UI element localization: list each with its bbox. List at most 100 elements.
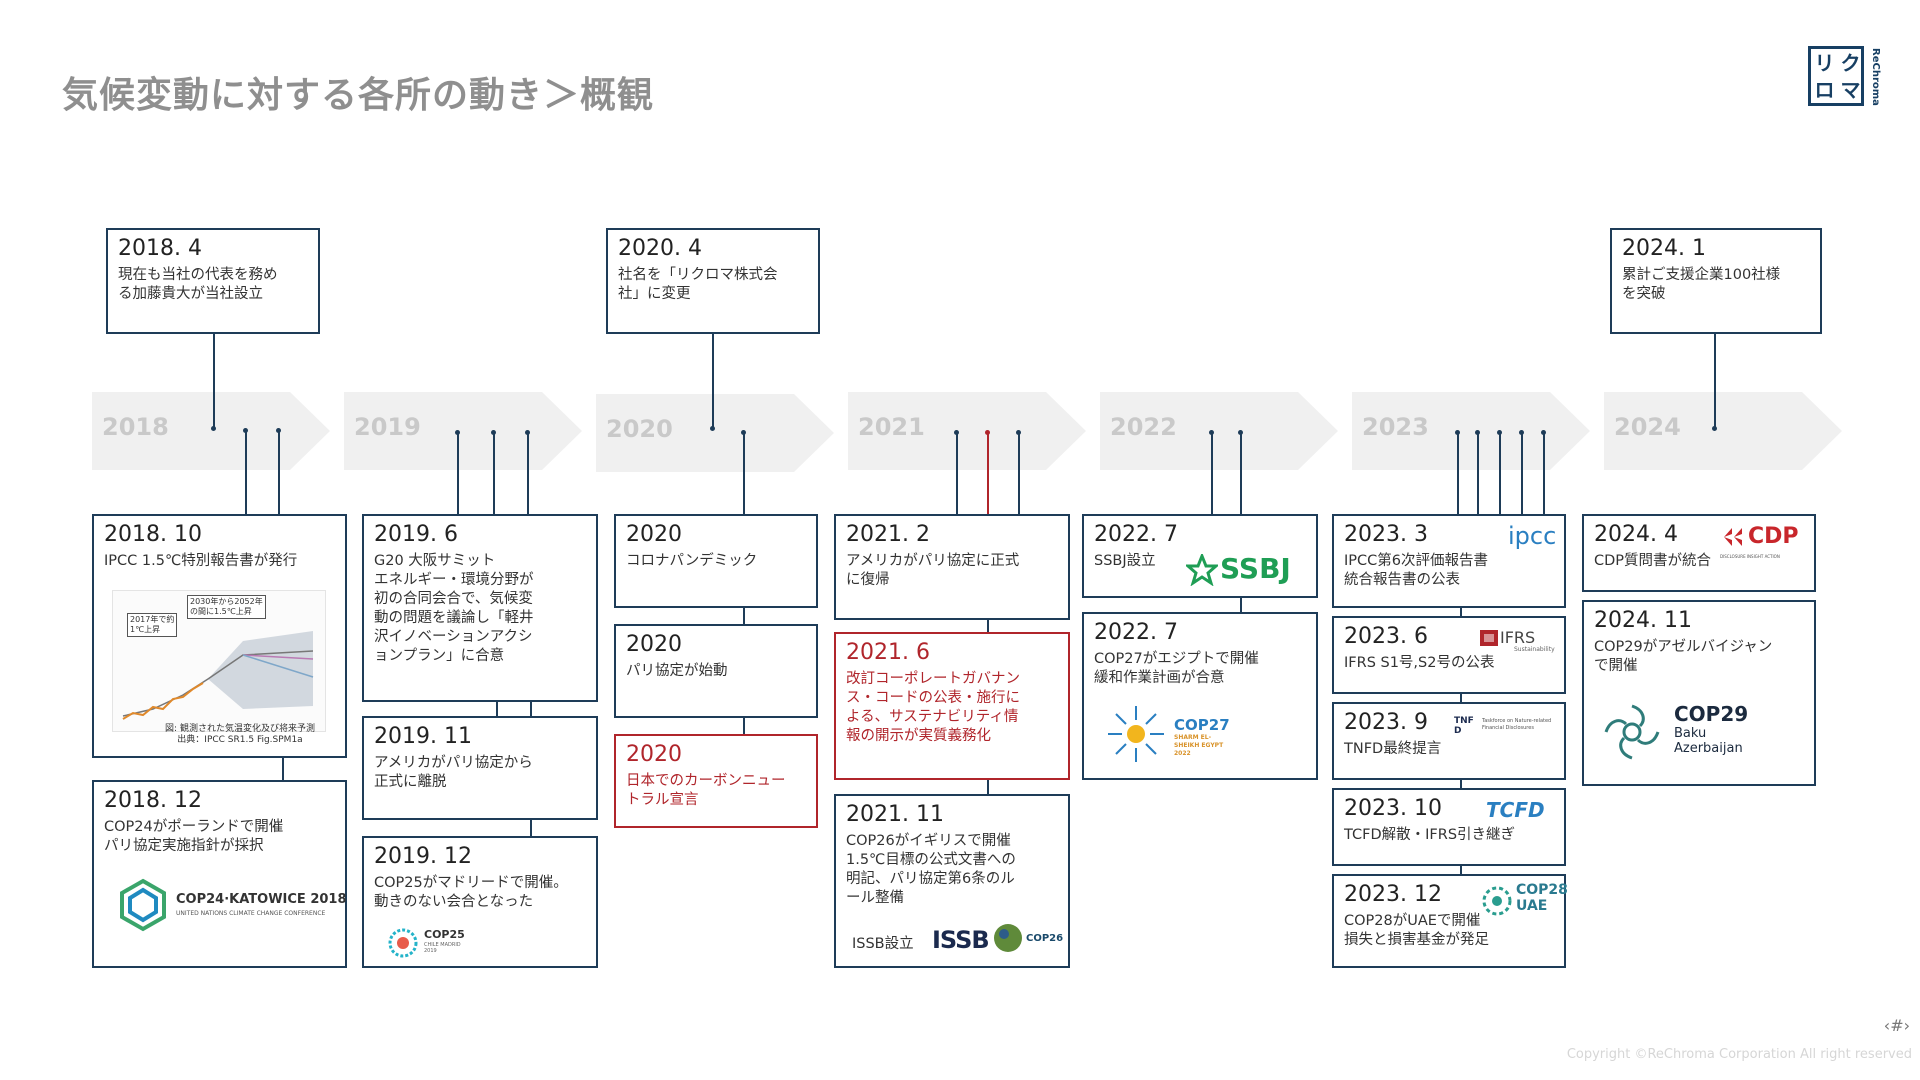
timeline-dot bbox=[1519, 430, 1524, 435]
event-card-highlight: 2020 日本でのカーボンニュー トラル宣言 bbox=[614, 734, 818, 828]
cop29-logo-sub: Baku Azerbaijan bbox=[1674, 726, 1743, 756]
connector bbox=[987, 780, 989, 794]
event-text: アメリカがパリ協定に正式 に復帰 bbox=[846, 553, 1020, 588]
timeline-dot bbox=[1541, 430, 1546, 435]
timeline-dot bbox=[954, 430, 959, 435]
event-date: 2023. 6 bbox=[1344, 624, 1428, 649]
event-text: 日本でのカーボンニュー トラル宣言 bbox=[626, 773, 786, 808]
issb-label: ISSB設立 bbox=[852, 936, 914, 952]
event-card: 2020 コロナパンデミック bbox=[614, 514, 818, 608]
event-date: 2018. 4 bbox=[118, 236, 202, 261]
tcfd-logo: TCFD bbox=[1486, 798, 1545, 822]
cop24-logo-sub: UNITED NATIONS CLIMATE CHANGE CONFERENCE bbox=[176, 910, 326, 917]
connector-highlight bbox=[987, 432, 989, 514]
year-label: 2020 bbox=[606, 415, 673, 443]
cop28-emblem-icon bbox=[1482, 886, 1512, 916]
rechroma-logo: リ ク ロ マ bbox=[1808, 46, 1864, 106]
cop25-emblem-icon bbox=[388, 928, 418, 958]
event-text: アメリカがパリ協定から 正式に離脱 bbox=[374, 755, 533, 790]
event-date: 2020. 4 bbox=[618, 236, 702, 261]
event-text: SSBJ設立 bbox=[1094, 553, 1156, 569]
year-label: 2023 bbox=[1362, 413, 1429, 441]
cop27-sun-icon bbox=[1108, 706, 1164, 762]
connector bbox=[987, 620, 989, 632]
connector bbox=[1714, 332, 1716, 428]
connector bbox=[493, 432, 495, 514]
chart-annotation: 2017年で約 1℃上昇 bbox=[127, 613, 178, 637]
event-text: COP26がイギリスで開催 1.5℃目標の公式文書への 明記、パリ協定第6条のル… bbox=[846, 833, 1016, 906]
connector bbox=[1018, 432, 1020, 514]
timeline-arrow-2019 bbox=[344, 392, 582, 470]
connector bbox=[282, 758, 284, 780]
connector bbox=[1477, 432, 1479, 514]
event-date: 2023. 10 bbox=[1344, 796, 1442, 821]
event-date: 2023. 9 bbox=[1344, 710, 1428, 735]
timeline-dot bbox=[525, 430, 530, 435]
event-text: 社名を「リクロマ株式会 社」に変更 bbox=[618, 267, 778, 302]
cop25-logo-sub: CHILE MADRID 2019 bbox=[424, 942, 461, 954]
timeline-dot-highlight bbox=[985, 430, 990, 435]
timeline-dot bbox=[1016, 430, 1021, 435]
event-text: TNFD最終提言 bbox=[1344, 741, 1442, 757]
cop26-logo: COP26 bbox=[1026, 933, 1064, 944]
connector bbox=[1460, 780, 1462, 788]
cop29-logo: COP29 bbox=[1674, 702, 1749, 726]
connector bbox=[743, 718, 745, 734]
event-date: 2018. 10 bbox=[104, 522, 202, 547]
event-date: 2019. 6 bbox=[374, 522, 458, 547]
event-date: 2022. 7 bbox=[1094, 620, 1178, 645]
event-card: 2022. 7 SSBJ設立 bbox=[1082, 514, 1318, 598]
event-card: 2018. 12 COP24がポーランドで開催 パリ協定実施指針が採択 bbox=[92, 780, 347, 968]
event-text: COP25がマドリードで開催。 動きのない会合となった bbox=[374, 875, 568, 910]
year-label: 2018 bbox=[102, 413, 169, 441]
logo-char: ロ bbox=[1814, 78, 1835, 102]
timeline-dot bbox=[1475, 430, 1480, 435]
timeline-arrow-2021 bbox=[848, 392, 1086, 470]
timeline-arrow-2024 bbox=[1604, 392, 1842, 470]
connector bbox=[1460, 866, 1462, 874]
event-text: 改訂コーポレートガバナン ス・コードの公表・施行に よる、サステナビリティ情 報… bbox=[846, 671, 1020, 744]
page-title: 気候変動に対する各所の動き＞概観 bbox=[62, 75, 655, 116]
chart-caption: 図: 観測された気温変化及び将来予測 出典：IPCC SR1.5 Fig.SPM… bbox=[165, 724, 315, 745]
event-text: CDP質問書が統合 bbox=[1594, 553, 1712, 569]
year-label: 2019 bbox=[354, 413, 421, 441]
copyright: Copyright ©ReChroma Corporation All righ… bbox=[1566, 1047, 1912, 1062]
connector bbox=[278, 430, 280, 514]
event-text: 累計ご支援企業100社様 を突破 bbox=[1622, 267, 1781, 302]
cop24-emblem-icon bbox=[120, 878, 166, 932]
connector bbox=[213, 332, 215, 428]
event-card: 2023. 6 IFRS S1号,S2号の公表 bbox=[1332, 616, 1566, 694]
event-card: 2024. 11 COP29がアゼルバイジャン で開催 bbox=[1582, 600, 1816, 786]
temperature-chart-image: 2017年で約 1℃上昇 2030年から2052年 の間に1.5℃上昇 bbox=[112, 590, 326, 732]
timeline-arrow-2018 bbox=[92, 392, 330, 470]
connector bbox=[743, 432, 745, 514]
ifrs-mark-icon bbox=[1480, 630, 1498, 646]
event-card: 2022. 7 COP27がエジプトで開催 緩和作業計画が合意 bbox=[1082, 612, 1318, 780]
ssbj-logo: SSBJ bbox=[1220, 552, 1291, 585]
cop26-globe-icon bbox=[994, 924, 1022, 952]
connector bbox=[1211, 432, 1213, 514]
logo-char: マ bbox=[1840, 78, 1861, 102]
cop27-logo: COP27 bbox=[1174, 716, 1230, 734]
event-card: 2023. 9 TNFD最終提言 bbox=[1332, 702, 1566, 780]
event-date: 2020 bbox=[626, 632, 682, 657]
ifrs-logo: IFRS bbox=[1500, 628, 1536, 647]
connector bbox=[956, 432, 958, 514]
page-number: ‹#› bbox=[1883, 1016, 1910, 1035]
timeline-dot bbox=[741, 430, 746, 435]
cop27-logo-sub: SHARM EL-SHEIKH EGYPT 2022 bbox=[1174, 734, 1224, 757]
connector bbox=[530, 820, 532, 836]
event-date: 2020 bbox=[626, 742, 682, 767]
connector bbox=[712, 332, 714, 428]
event-card: 2019. 6 G20 大阪サミット エネルギー・環境分野が 初の合同会合で、気… bbox=[362, 514, 598, 702]
event-card-highlight: 2021. 6 改訂コーポレートガバナン ス・コードの公表・施行に よる、サステ… bbox=[834, 632, 1070, 780]
timeline-dot bbox=[1712, 426, 1717, 431]
event-date: 2021. 2 bbox=[846, 522, 930, 547]
logo-side-text: ReChroma bbox=[1870, 48, 1881, 106]
connector bbox=[1240, 432, 1242, 514]
event-date: 2023. 3 bbox=[1344, 522, 1428, 547]
event-text: COP24がポーランドで開催 パリ協定実施指針が採択 bbox=[104, 819, 284, 854]
event-date: 2019. 11 bbox=[374, 724, 472, 749]
timeline-dot bbox=[491, 430, 496, 435]
event-card: 2023. 10 TCFD解散・IFRS引き継ぎ bbox=[1332, 788, 1566, 866]
